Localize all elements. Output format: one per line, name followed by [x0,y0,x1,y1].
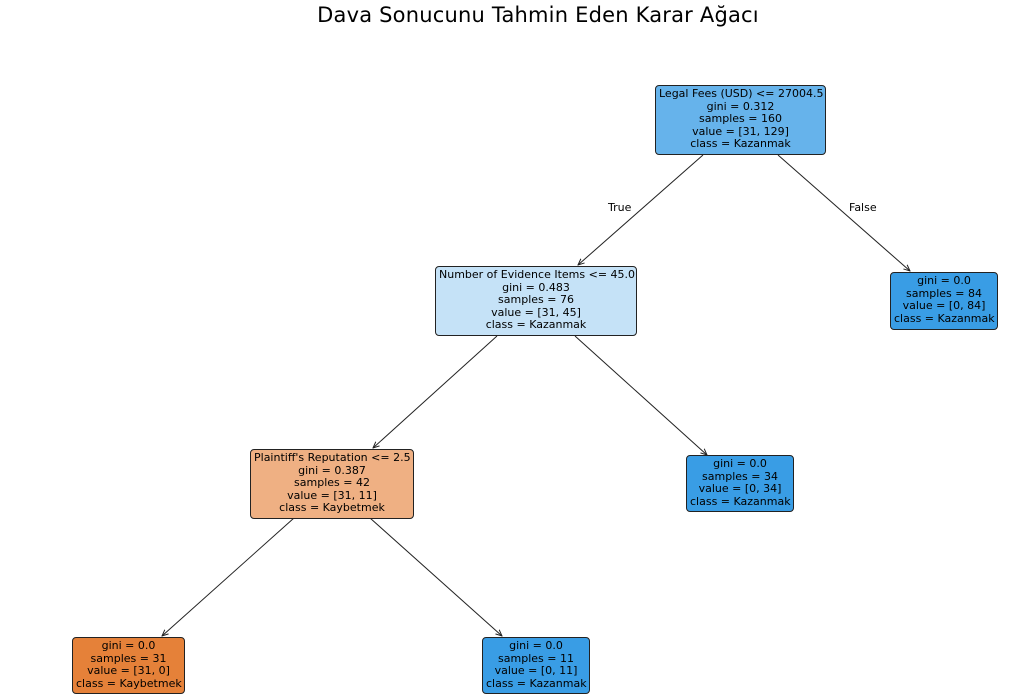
edge-root-n2 [777,154,910,271]
node-class: class = Kazanmak [486,676,587,690]
node-samples: samples = 84 [906,286,982,300]
node-samples: samples = 34 [702,469,778,483]
tree-leaf-node: gini = 0.0 samples = 84 value = [0, 84] … [890,272,998,330]
node-gini: gini = 0.0 [917,274,971,287]
node-split: Number of Evidence Items <= 45.0 [439,268,636,281]
node-value: value = [31, 11] [287,488,377,502]
node-class: class = Kaybetmek [279,501,385,515]
node-value: value = [0, 34] [698,482,782,496]
node-samples: samples = 31 [90,651,167,665]
node-class: class = Kaybetmek [76,676,182,690]
tree-node-root: Legal Fees (USD) <= 27004.5 gini = 0.312… [655,85,826,155]
node-gini: gini = 0.387 [298,463,366,477]
node-gini: gini = 0.0 [713,457,767,470]
edge-label-true: True [608,201,632,214]
node-value: value = [31, 0] [87,664,170,678]
tree-leaf-node: gini = 0.0 samples = 34 value = [0, 34] … [686,455,794,512]
edge-root-n1 [578,154,704,265]
edge-label-false: False [849,201,877,214]
node-gini: gini = 0.0 [101,639,156,652]
tree-leaf-node: gini = 0.0 samples = 31 value = [31, 0] … [72,637,185,694]
tree-node-reputation: Plaintiff's Reputation <= 2.5 gini = 0.3… [250,449,414,519]
node-samples: samples = 42 [294,476,370,490]
tree-leaf-node: gini = 0.0 samples = 11 value = [0, 11] … [482,637,590,694]
node-class: class = Kazanmak [894,311,995,325]
edge-n1-n4 [574,335,707,455]
node-value: value = [31, 45] [491,305,581,319]
node-gini: gini = 0.483 [502,280,570,294]
node-gini: gini = 0.312 [706,99,775,113]
node-value: value = [0, 11] [494,664,578,678]
edge-n3-n6 [369,517,502,636]
edge-n3-n5 [162,517,295,636]
node-gini: gini = 0.0 [509,639,563,652]
node-split: Legal Fees (USD) <= 27004.5 [659,87,824,100]
node-samples: samples = 11 [498,651,574,665]
edge-n1-n3 [373,335,498,448]
node-samples: samples = 76 [498,293,574,307]
node-class: class = Kazanmak [485,318,587,332]
node-split: Plaintiff's Reputation <= 2.5 [254,451,411,464]
node-value: value = [31, 129] [692,124,789,138]
node-samples: samples = 160 [699,112,782,126]
node-class: class = Kazanmak [690,137,791,151]
tree-node-evidence: Number of Evidence Items <= 45.0 gini = … [435,266,637,336]
chart-title: Dava Sonucunu Tahmin Eden Karar Ağacı [317,3,759,27]
node-class: class = Kazanmak [690,494,791,508]
node-value: value = [0, 84] [902,299,986,313]
